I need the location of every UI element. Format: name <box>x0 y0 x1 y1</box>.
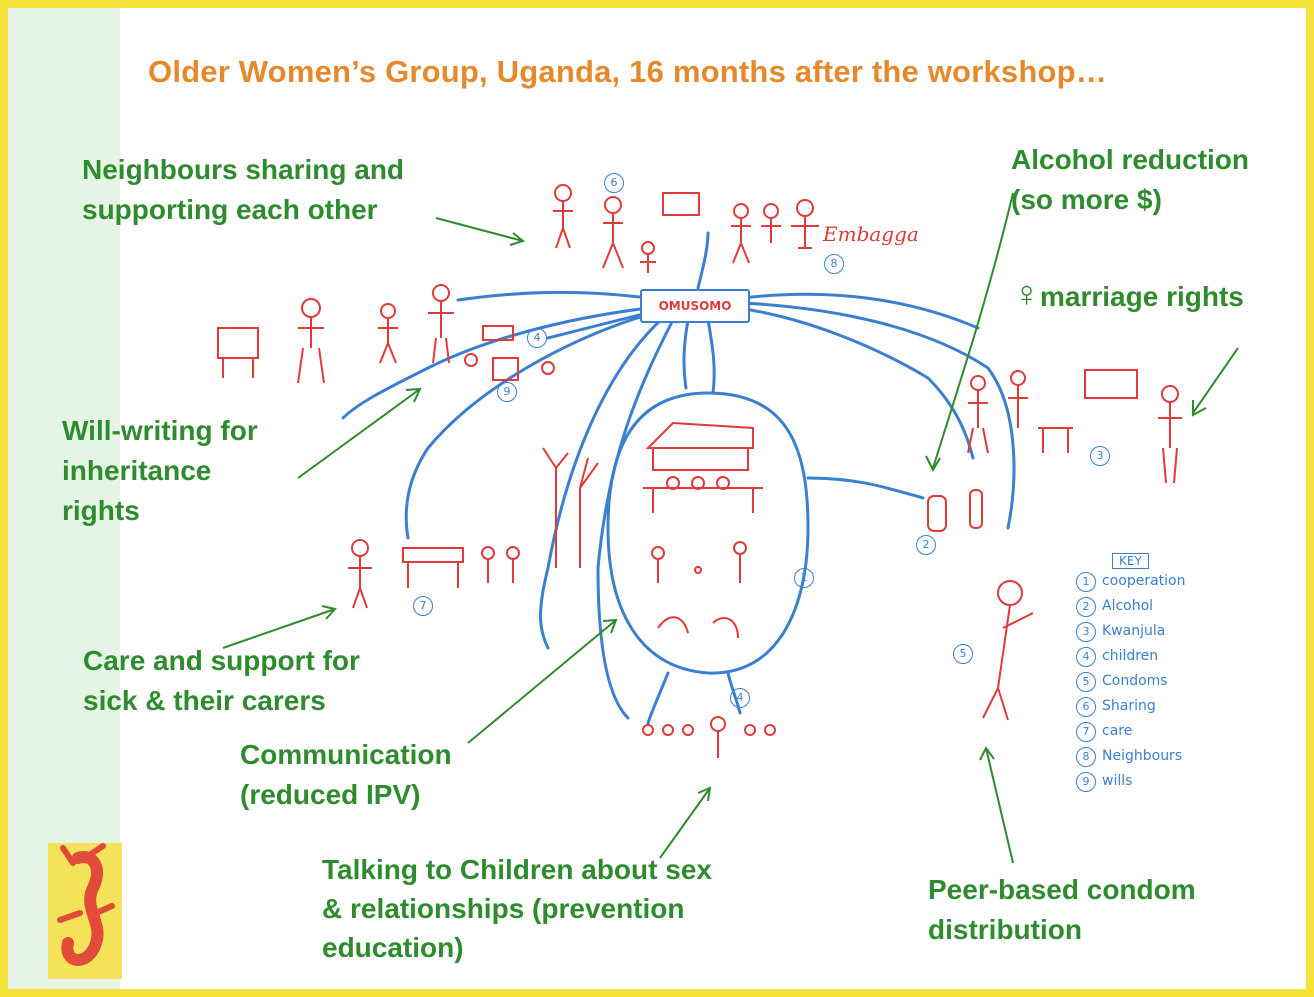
embagga-label: Embagga <box>823 222 919 246</box>
slide-title: Older Women’s Group, Uganda, 16 months a… <box>148 54 1107 89</box>
label-will-writing: Will-writing for inheritance rights <box>62 415 258 526</box>
label-alcohol: Alcohol reduction (so more $) <box>1011 144 1249 215</box>
key-item: 7 care <box>1076 719 1185 744</box>
label-marriage: ♀marriage rights <box>1013 273 1244 314</box>
key-text: children <box>1102 648 1159 664</box>
key-item: 4 children <box>1076 644 1185 669</box>
key-item: 9 wills <box>1076 769 1185 794</box>
key-number: 8 <box>1076 747 1096 767</box>
key-text: Condoms <box>1102 673 1168 689</box>
key-item: 2 Alcohol <box>1076 594 1185 619</box>
lizard-logo-icon <box>48 843 122 979</box>
label-care: Care and support for sick & their carers <box>83 645 360 716</box>
drawing-number: 2 <box>916 535 936 555</box>
slide: Older Women’s Group, Uganda, 16 months a… <box>8 8 1306 989</box>
key-item: 1 cooperation <box>1076 569 1185 594</box>
key-item: 3 Kwanjula <box>1076 619 1185 644</box>
female-symbol-icon: ♀ <box>1013 273 1040 314</box>
drawing-number: 1 <box>794 568 814 588</box>
community-drawing <box>48 184 1239 979</box>
key-number: 9 <box>1076 772 1096 792</box>
key-number: 3 <box>1076 622 1096 642</box>
drawing-number: 3 <box>1090 446 1110 466</box>
key-number: 4 <box>1076 647 1096 667</box>
key-text: Neighbours <box>1102 748 1183 764</box>
drawing-key: KEY 1 cooperation 2 Alcohol 3 Kwanjula 4 childr… <box>1076 553 1185 794</box>
key-text: cooperation <box>1102 573 1186 589</box>
key-text: wills <box>1102 773 1133 789</box>
drawing-number: 6 <box>604 173 624 193</box>
key-item: 6 Sharing <box>1076 694 1185 719</box>
key-text: Alcohol <box>1102 598 1154 614</box>
drawing-number: 5 <box>953 644 973 664</box>
label-condom: Peer-based condom distribution <box>928 874 1196 945</box>
key-item: 5 Condoms <box>1076 669 1185 694</box>
key-text: care <box>1102 723 1133 739</box>
drawing-number: 4 <box>730 688 750 708</box>
drawing-number: 9 <box>497 382 517 402</box>
label-talking-children: Talking to Children about sex & relation… <box>322 854 712 963</box>
key-number: 6 <box>1076 697 1096 717</box>
drawing-number: 4 <box>527 328 547 348</box>
left-strip <box>8 8 120 989</box>
key-text: Sharing <box>1102 698 1156 714</box>
key-title: KEY <box>1112 553 1149 569</box>
key-number: 5 <box>1076 672 1096 692</box>
center-label: OMUSOMO <box>640 289 750 323</box>
key-item: 8 Neighbours <box>1076 744 1185 769</box>
drawing-number: 8 <box>824 254 844 274</box>
key-text: Kwanjula <box>1102 623 1166 639</box>
key-number: 2 <box>1076 597 1096 617</box>
label-neighbours: Neighbours sharing and supporting each o… <box>82 154 405 225</box>
drawing-number: 7 <box>413 596 433 616</box>
key-number: 7 <box>1076 722 1096 742</box>
key-number: 1 <box>1076 572 1096 592</box>
label-communication: Communication (reduced IPV) <box>240 739 452 810</box>
